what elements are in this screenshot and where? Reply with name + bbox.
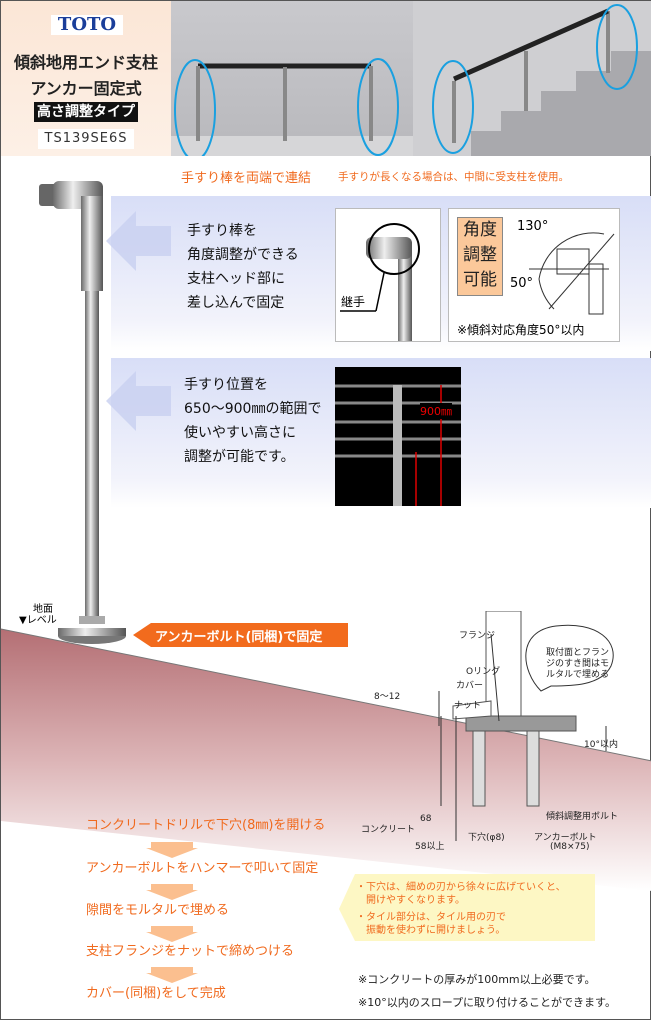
label-oring: Oリング <box>466 667 501 677</box>
note-slope: ※10°以内のスロープに取り付けることができます。 <box>358 996 616 1009</box>
anchor-callout-text: アンカーボルト(同梱)で固定 <box>155 630 323 645</box>
step-arrow <box>151 926 193 932</box>
mortar-bubble: 取付面とフラン ジのすき間はモ ルタルで埋める <box>546 648 609 681</box>
bubble-line: ジのすき間はモ <box>546 659 610 669</box>
toto-logo: TOTO <box>51 15 123 35</box>
height-label: 900㎜ <box>420 403 452 419</box>
label-anchor-size: (M8×75) <box>550 842 590 852</box>
level-label: ▼レベル <box>19 615 57 626</box>
label-slope: 10°以内 <box>584 740 618 750</box>
caption-connect: 手すり棒を両端で連結 <box>181 171 312 186</box>
label-adjust-bolt: 傾斜調整用ボルト <box>546 812 619 822</box>
text-line: 調整が可能です。 <box>184 449 295 465</box>
label-58: 58以上 <box>415 842 445 852</box>
badge-line: 角度 <box>463 220 497 240</box>
step-arrow <box>151 967 193 973</box>
step-arrow-head <box>146 848 198 858</box>
angle-min-label: 50° <box>510 276 534 291</box>
step-arrow-head <box>146 890 198 900</box>
pointer-arrows <box>106 211 171 431</box>
text-line: 手すり棒を <box>187 223 257 239</box>
tips-box-bg <box>339 874 595 941</box>
text-line: 支柱ヘッド部に <box>187 271 285 287</box>
step-4: 支柱フランジをナットで締めつける <box>86 944 295 959</box>
feature2-text: 手すり位置を 650〜900㎜の範囲で 使いやすい高さに 調整が可能です。 <box>184 373 321 469</box>
badge-line: 調整 <box>463 245 497 265</box>
handrail-slope <box>452 8 610 82</box>
text-line: 650〜900㎜の範囲で <box>184 401 322 417</box>
label-cover: カバー <box>456 681 484 691</box>
tip-line: 開けやすくなります。 <box>356 895 465 906</box>
label-nut: ナット <box>454 701 482 711</box>
angle-max-label: 130° <box>517 219 549 234</box>
step-arrow <box>151 884 193 890</box>
step-arrow <box>151 842 193 848</box>
type-badge: 高さ調整タイプ <box>34 102 138 122</box>
step-5: カバー(同梱)をして完成 <box>86 986 226 1001</box>
label-concrete: コンクリート <box>361 825 416 835</box>
step-2: アンカーボルトをハンマーで叩いて固定 <box>86 861 319 876</box>
joint-label: 継手 <box>341 295 366 309</box>
text-line: 角度調整ができる <box>187 247 299 263</box>
end-post-image <box>39 181 126 644</box>
tip-line: 振動を使わずに開けましょう。 <box>356 925 506 936</box>
label-flange: フランジ <box>459 631 496 641</box>
text-line: 手すり位置を <box>184 377 268 393</box>
product-subtitle: アンカー固定式 <box>30 79 142 98</box>
label-68: 68 <box>420 814 432 824</box>
angle-diagram: 角度 調整 可能 130° 50° ※傾斜対応角度50°以内 <box>448 208 620 342</box>
model-number: TS139SE6S <box>38 129 134 149</box>
joint-photo: 継手 <box>335 208 441 342</box>
bubble-line: ルタルで埋める <box>546 670 610 680</box>
angle-badge: 角度 調整 可能 <box>457 217 503 296</box>
anchor-section-diagram <box>438 611 614 841</box>
caption-long: 手すりが長くなる場合は、中間に受支柱を使用。 <box>338 171 569 183</box>
text-line: 使いやすい高さに <box>184 425 296 441</box>
label-anchor-bolt: アンカーボルト <box>534 833 597 843</box>
tip-line: ・タイル部分は、タイル用の刃で <box>356 912 506 923</box>
ground-level-label: 地面 ▼レベル <box>19 604 57 626</box>
height-photo: 900㎜ <box>335 367 461 506</box>
label-range: 8〜12 <box>374 692 401 702</box>
ground-label: 地面 <box>33 604 53 615</box>
anchor-callout: アンカーボルト(同梱)で固定 <box>133 623 348 647</box>
badge-line: 可能 <box>463 270 497 290</box>
step-arrow-head <box>146 932 198 942</box>
tip-line: ・下穴は、細めの刃から徐々に広げていくと、 <box>356 882 566 893</box>
step-arrow-head <box>146 973 198 983</box>
bubble-line: 取付面とフラン <box>546 648 610 658</box>
note-concrete: ※コンクリートの厚みが100mm以上必要です。 <box>358 973 596 986</box>
step-3: 隙間をモルタルで埋める <box>86 903 230 918</box>
installation-photos <box>171 1 651 156</box>
step-1: コンクリートドリルで下穴(8㎜)を開ける <box>86 818 326 833</box>
ground-section <box>1 628 651 891</box>
feature1-text: 手すり棒を 角度調整ができる 支柱ヘッド部に 差し込んで固定 <box>187 219 299 315</box>
angle-note: ※傾斜対応角度50°以内 <box>457 323 585 337</box>
tips-box: ・下穴は、細めの刃から徐々に広げていくと、 開けやすくなります。 ・タイル部分は… <box>356 881 566 937</box>
product-title: 傾斜地用エンド支柱 <box>13 53 158 72</box>
text-line: 差し込んで固定 <box>187 295 285 311</box>
label-hole: 下穴(φ8) <box>468 833 505 843</box>
